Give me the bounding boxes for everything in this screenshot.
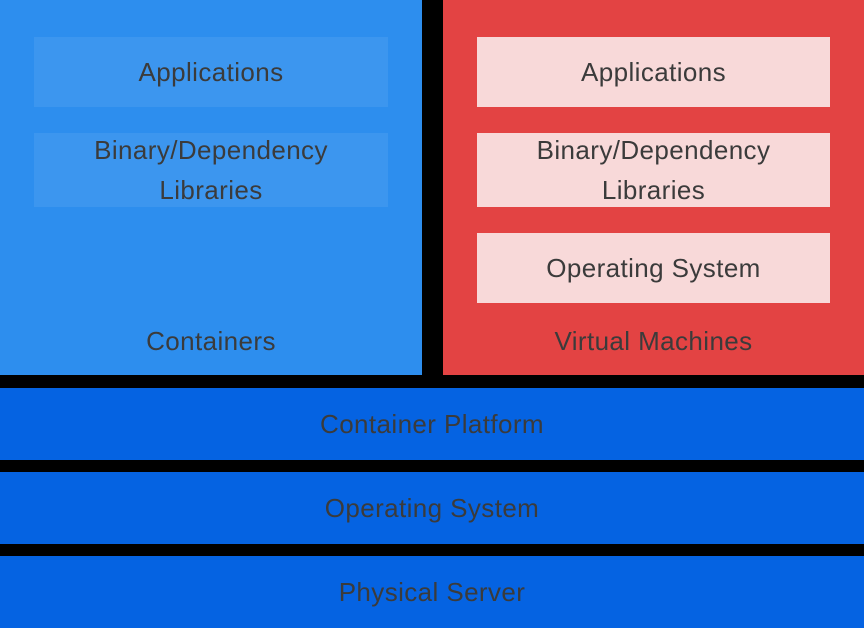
layer-label: Binary/Dependency Libraries (536, 135, 771, 205)
base-bar-label: Container Platform (320, 408, 544, 439)
base-bar-label: Operating System (324, 492, 540, 523)
virtual-machines-panel: Applications Binary/Dependency Libraries… (443, 0, 864, 375)
vm-layer-applications: Applications (477, 37, 830, 107)
vm-layer-operating-system: Operating System (477, 233, 830, 303)
base-bar-physical-server: Physical Server (0, 556, 864, 628)
base-bar-label: Physical Server (338, 576, 526, 607)
virtual-machines-panel-label: Virtual Machines (554, 325, 753, 356)
containers-layer-applications: Applications (34, 37, 388, 107)
layer-label: Applications (581, 57, 726, 87)
layer-label: Operating System (546, 253, 761, 283)
containers-panel-label: Containers (146, 325, 276, 356)
containers-panel: Applications Binary/Dependency Libraries… (0, 0, 422, 375)
base-bar-container-platform: Container Platform (0, 388, 864, 460)
layer-label: Binary/Dependency Libraries (94, 135, 328, 205)
base-bar-operating-system: Operating System (0, 472, 864, 544)
layer-label: Applications (138, 57, 284, 87)
containers-layer-binary-dependency-libraries: Binary/Dependency Libraries (34, 133, 388, 207)
vm-layer-binary-dependency-libraries: Binary/Dependency Libraries (477, 133, 830, 207)
